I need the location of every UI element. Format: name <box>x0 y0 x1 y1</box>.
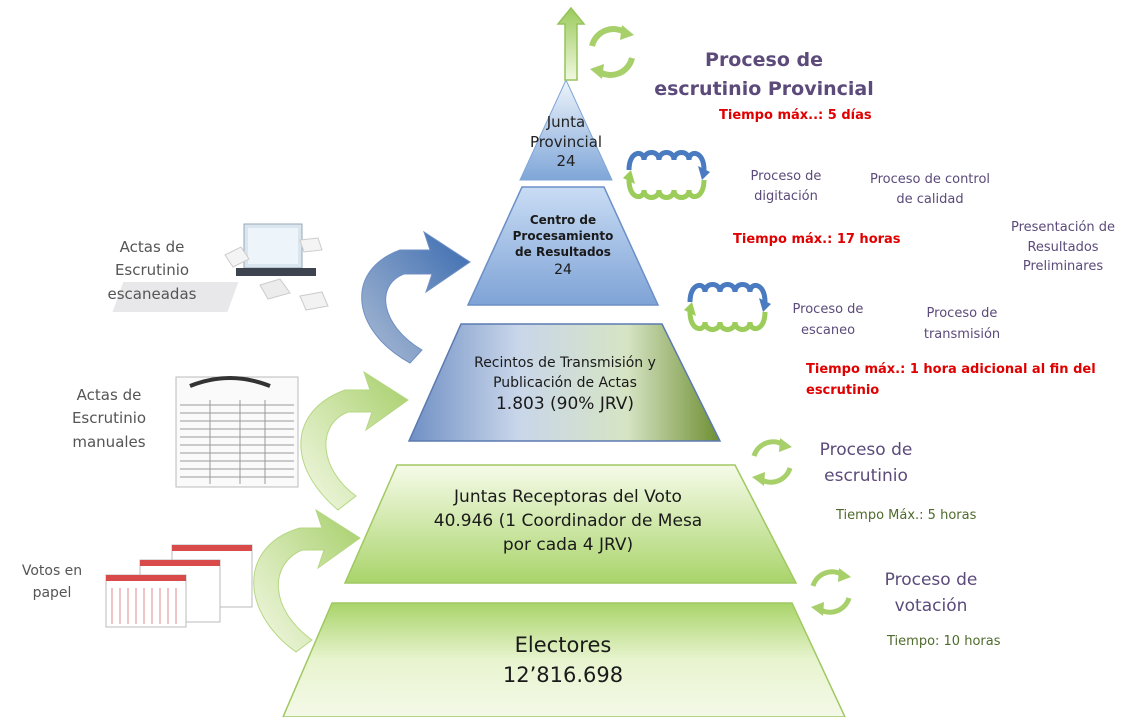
recintos-time: Tiempo máx.: 1 hora adicional al fin del… <box>806 362 1096 398</box>
manual-records-image <box>175 376 299 488</box>
cpr-count: 24 <box>554 261 572 278</box>
presentacion-process: Presentación de Resultados Preliminares <box>1010 220 1116 274</box>
recintos-label: Recintos de Transmisión y Publicación de… <box>430 354 700 417</box>
spiral-icon-cpr <box>623 150 710 200</box>
level-recintos-shape <box>407 323 722 442</box>
cpr-label: Centro de Procesamiento de Resultados 24 <box>480 212 646 279</box>
junta-provincial-count: 24 <box>556 152 576 170</box>
level-jrv-shape <box>343 464 798 584</box>
scanned-documents-image <box>112 210 352 325</box>
electores-count: 12’816.698 <box>502 663 624 688</box>
escrutinio-time: Tiempo Máx.: 5 horas <box>836 508 977 523</box>
level-junta-shape <box>519 78 613 181</box>
curved-arrow-blue <box>361 230 471 364</box>
electores-label: Electores 12’816.698 <box>383 630 743 691</box>
curved-arrow-green-mid <box>300 370 409 511</box>
jrv-label: Juntas Receptoras del Voto 40.946 (1 Coo… <box>433 487 703 555</box>
level-cpr-shape <box>466 186 660 306</box>
control-calidad-process: Proceso de control de calidad <box>869 172 991 207</box>
cycle-icon-escrutinio <box>751 438 793 486</box>
manual-records-label: Actas de Escrutinio manuales <box>71 386 147 451</box>
spiral-icon-recintos <box>684 282 771 332</box>
paper-votes-label: Votos en papel <box>21 563 83 601</box>
escaneo-process: Proceso de escaneo <box>792 302 864 338</box>
recintos-count: 1.803 (90% JRV) <box>495 394 635 415</box>
up-arrow-shape <box>556 6 586 81</box>
cpr-time: Tiempo máx.: 17 horas <box>733 232 901 247</box>
level-electores-shape <box>282 602 846 717</box>
provincial-time: Tiempo máx..: 5 días <box>719 108 872 123</box>
cycle-icon-provincial <box>589 25 635 79</box>
junta-provincial-label: Junta Provincial 24 <box>520 113 612 172</box>
provincial-process-title: Proceso de escrutinio Provincial <box>654 49 874 100</box>
votacion-process-title: Proceso de votación <box>884 570 978 616</box>
paper-ballots-image <box>105 544 253 628</box>
digitacion-process: Proceso de digitación <box>750 169 822 204</box>
cycle-icon-votacion <box>810 568 852 616</box>
transmision-process: Proceso de transmisión <box>923 306 1001 342</box>
votacion-time: Tiempo: 10 horas <box>887 634 1001 649</box>
curved-arrow-green-low <box>253 508 361 653</box>
scanned-records-label: Actas de Escrutinio escaneadas <box>107 238 197 303</box>
escrutinio-process-title: Proceso de escrutinio <box>819 440 913 486</box>
